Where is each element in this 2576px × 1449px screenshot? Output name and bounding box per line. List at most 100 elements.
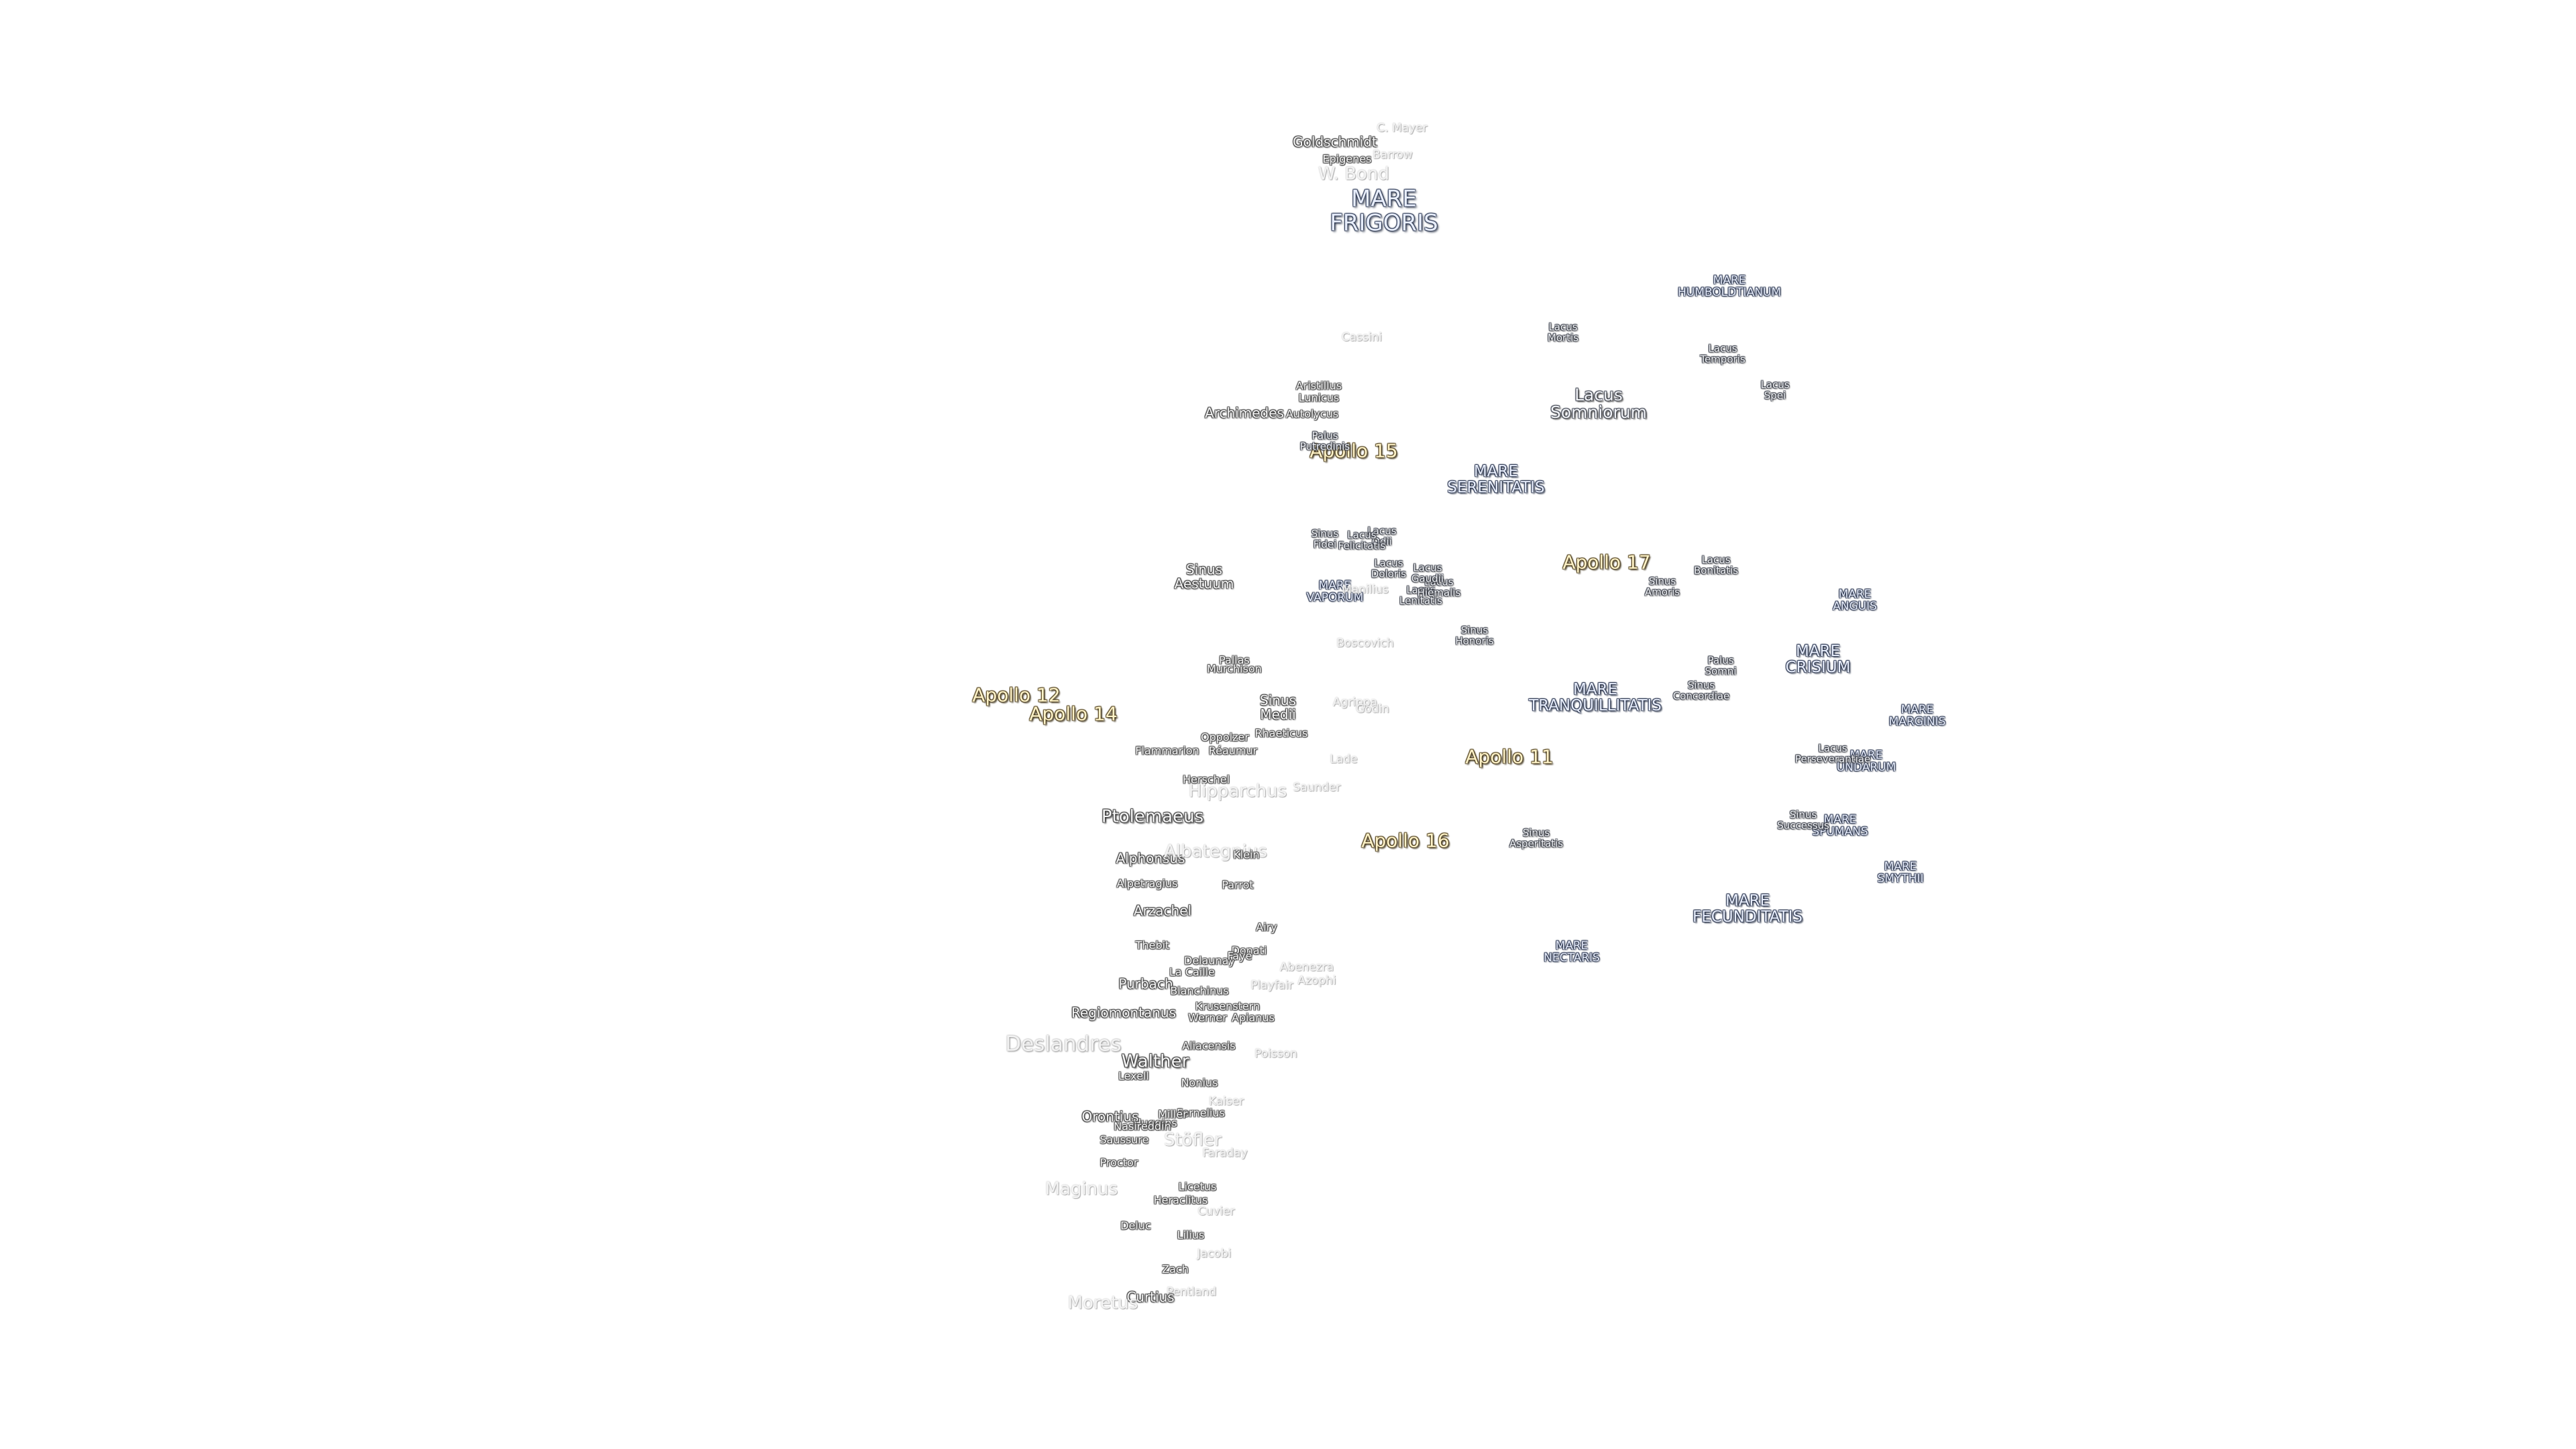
label-kaiser[interactable]: Kaiser — [1209, 1095, 1244, 1108]
label-pallas[interactable]: Pallas — [1219, 655, 1250, 667]
label-manilius[interactable]: Manilius — [1342, 584, 1389, 596]
label-faye[interactable]: Faye — [1228, 951, 1252, 963]
label-nonius[interactable]: Nonius — [1181, 1077, 1218, 1089]
label-huggins[interactable]: Huggins — [1133, 1118, 1177, 1130]
label-purbach[interactable]: Purbach — [1118, 977, 1173, 991]
label-curtius[interactable]: Curtius — [1126, 1290, 1174, 1305]
label-proctor[interactable]: Proctor — [1100, 1157, 1138, 1169]
label-alpetragius[interactable]: Alpetragius — [1116, 878, 1177, 890]
label-barrow[interactable]: Barrow — [1373, 149, 1413, 162]
label-lunicus[interactable]: Lunicus — [1299, 392, 1340, 405]
label-airy[interactable]: Airy — [1256, 922, 1277, 934]
label-miller[interactable]: Miller — [1158, 1109, 1187, 1121]
label-autolycus[interactable]: Autolycus — [1286, 409, 1338, 421]
label-azophi[interactable]: Azophi — [1297, 975, 1336, 987]
label-thebit[interactable]: Thebit — [1136, 940, 1170, 952]
label-walther[interactable]: Walther — [1122, 1053, 1189, 1071]
label-reaumur[interactable]: Réaumur — [1209, 745, 1258, 757]
label-godin[interactable]: Godin — [1356, 703, 1389, 716]
label-parrot[interactable]: Parrot — [1222, 879, 1253, 892]
label-abenezra[interactable]: Abenezra — [1280, 961, 1334, 974]
label-klein[interactable]: Klein — [1233, 849, 1259, 861]
label-apollo-15[interactable]: Apollo 15 — [1309, 441, 1397, 461]
label-delue[interactable]: Deluc — [1120, 1220, 1151, 1232]
label-fernelius[interactable]: Fernelius — [1177, 1108, 1225, 1120]
label-moretus[interactable]: Moretus — [1068, 1294, 1138, 1313]
label-flammarion[interactable]: Flammarion — [1135, 745, 1199, 757]
label-aristillus[interactable]: Aristillus — [1296, 380, 1342, 392]
label-alphonsus[interactable]: Alphonsus — [1116, 851, 1185, 866]
label-aliacensis[interactable]: Aliacensis — [1182, 1040, 1236, 1053]
label-christian-mayer[interactable]: C. Mayer — [1377, 122, 1427, 135]
label-apollo-12[interactable]: Apollo 12 — [972, 685, 1060, 705]
label-zach[interactable]: Zach — [1162, 1264, 1189, 1276]
label-poisson[interactable]: Poisson — [1254, 1048, 1297, 1061]
label-hipparchus[interactable]: Hipparchus — [1189, 782, 1287, 801]
label-orontius[interactable]: Orontius — [1082, 1110, 1139, 1124]
label-deslandres[interactable]: Deslandres — [1005, 1034, 1121, 1056]
label-lade[interactable]: Lade — [1330, 753, 1357, 766]
label-archimedes[interactable]: Archimedes — [1205, 406, 1284, 421]
label-epigenes[interactable]: Epigenes — [1322, 154, 1371, 166]
label-lilius[interactable]: Lilius — [1177, 1230, 1205, 1242]
label-albategnius[interactable]: Albategnius — [1164, 843, 1267, 861]
label-goldschmidt[interactable]: Goldschmidt — [1293, 135, 1377, 150]
label-boscovich[interactable]: Boscovich — [1336, 637, 1394, 650]
label-oppolzer[interactable]: Oppolzer — [1201, 732, 1249, 744]
label-apollo-16[interactable]: Apollo 16 — [1361, 830, 1449, 851]
label-pentland[interactable]: Pentland — [1167, 1286, 1216, 1299]
label-maginus[interactable]: Maginus — [1045, 1180, 1118, 1199]
label-apianus[interactable]: Apianus — [1232, 1012, 1275, 1024]
label-blanchinus[interactable]: Blanchinus — [1170, 985, 1228, 998]
label-nasireddin[interactable]: Nasireddin — [1114, 1121, 1171, 1133]
label-stofler[interactable]: Stöfler — [1164, 1131, 1222, 1150]
label-werner[interactable]: Werner — [1188, 1012, 1227, 1024]
label-lexell[interactable]: Lexell — [1118, 1071, 1149, 1083]
label-agrippa[interactable]: Agrippa — [1333, 696, 1377, 709]
label-delaunay[interactable]: Delaunay — [1184, 955, 1235, 967]
label-saunder[interactable]: Saunder — [1293, 782, 1341, 794]
label-herschel[interactable]: Herschel — [1183, 774, 1230, 786]
label-la-caille[interactable]: La Caille — [1169, 967, 1215, 979]
label-saussure[interactable]: Saussure — [1100, 1134, 1149, 1146]
label-ptolemaeus[interactable]: Ptolemaeus — [1102, 808, 1203, 826]
label-heraclitus[interactable]: Heraclitus — [1154, 1195, 1208, 1207]
label-licetus[interactable]: Licetus — [1179, 1181, 1217, 1193]
label-apollo-17[interactable]: Apollo 17 — [1562, 552, 1650, 572]
label-playfair[interactable]: Playfair — [1250, 979, 1293, 992]
label-krusenstern[interactable]: Krusenstern — [1195, 1001, 1260, 1013]
label-rhaeticus[interactable]: Rhaeticus — [1255, 728, 1308, 740]
label-donati[interactable]: Donati — [1232, 945, 1267, 957]
label-faraday[interactable]: Faraday — [1202, 1147, 1247, 1160]
label-w-bond[interactable]: W. Bond — [1318, 165, 1389, 184]
label-apollo-11[interactable]: Apollo 11 — [1465, 747, 1553, 767]
label-jacobi[interactable]: Jacobi — [1197, 1248, 1232, 1260]
